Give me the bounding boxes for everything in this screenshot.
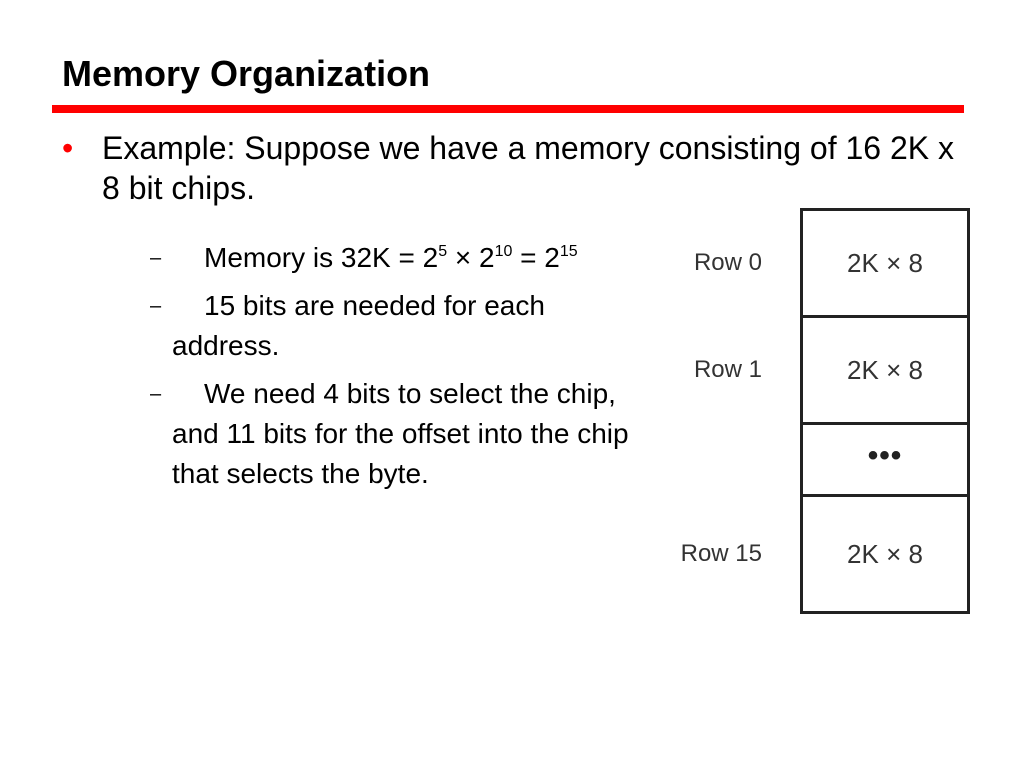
slide-title: Memory Organization	[62, 53, 431, 94]
sub-bullet-dash: –	[150, 383, 162, 405]
sub-bullet-chip-select: – We need 4 bits to select the chip, and…	[150, 374, 630, 494]
ellipsis-icon: •••	[867, 439, 903, 472]
exponent-5: 5	[438, 243, 448, 260]
sub-bullet-memory-size: – Memory is 32K = 25 × 210 = 215	[150, 238, 630, 278]
row-label-0: Row 0	[693, 249, 762, 276]
memory-size-text: Memory is 32K = 2	[204, 242, 439, 273]
chip-row-15: 2K × 8	[800, 494, 970, 614]
bullet-text: Example: Suppose we have a memory consis…	[102, 130, 954, 206]
memory-chip-diagram: Row 0 2K × 8 Row 1 2K × 8 ••• Row 15 2K …	[660, 208, 980, 616]
row-label-15: Row 15	[680, 540, 762, 567]
chip-label: 2K × 8	[847, 247, 923, 278]
sub-bullet-text: 15 bits are needed for each address.	[172, 290, 545, 361]
title-underline	[52, 105, 964, 113]
sub-bullet-list: – Memory is 32K = 25 × 210 = 215 – 15 bi…	[150, 238, 630, 502]
sub-bullet-text: Memory is 32K = 25 × 210 = 215	[172, 238, 630, 278]
main-bullet: • Example: Suppose we have a memory cons…	[62, 128, 962, 208]
sub-bullet-text: We need 4 bits to select the chip, and 1…	[172, 378, 629, 489]
sub-bullet-dash: –	[150, 247, 162, 269]
chip-label: 2K × 8	[847, 354, 923, 385]
bullet-marker: •	[62, 130, 74, 166]
chip-row-0: 2K × 8	[800, 208, 970, 318]
exponent-15: 15	[559, 243, 578, 260]
chip-label: 2K × 8	[847, 538, 923, 569]
chip-row-1: 2K × 8	[800, 315, 970, 425]
row-label-1: Row 1	[693, 356, 762, 383]
sub-bullet-dash: –	[150, 295, 162, 317]
times-text: × 2	[447, 242, 495, 273]
sub-bullet-address-bits: – 15 bits are needed for each address.	[150, 286, 630, 366]
chip-row-ellipsis: •••	[800, 422, 970, 497]
exponent-10: 10	[494, 243, 513, 260]
equals-text: = 2	[512, 242, 560, 273]
